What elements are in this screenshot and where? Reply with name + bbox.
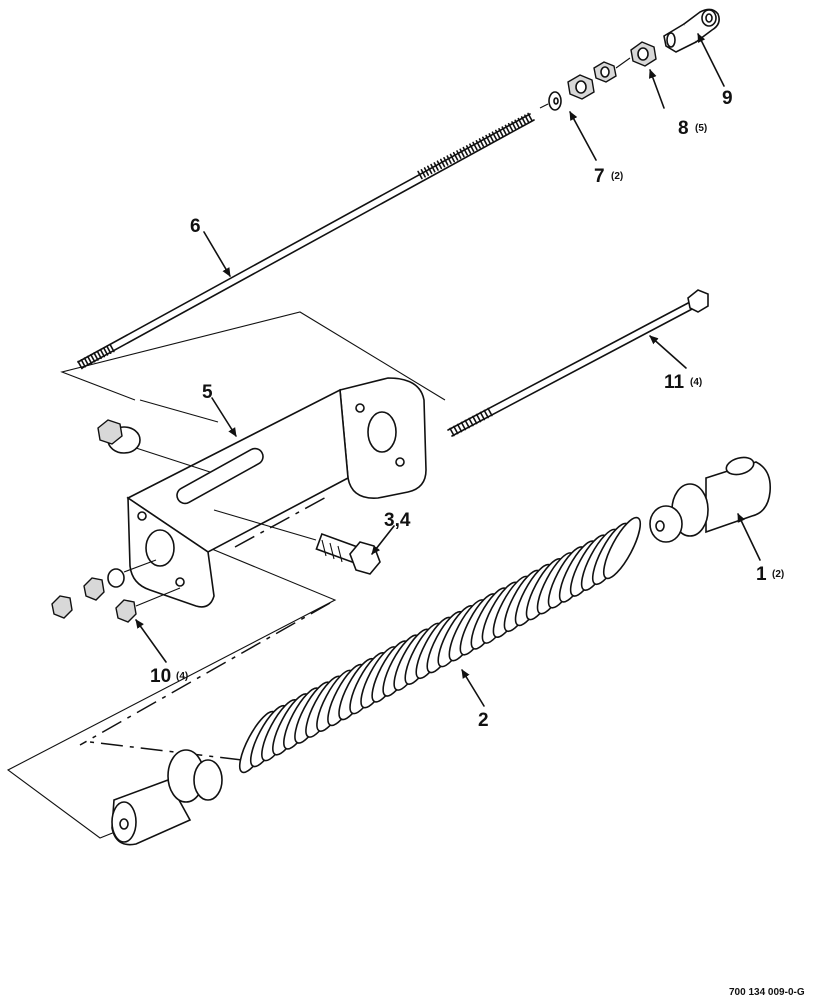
- callout-10: 10 (4): [150, 666, 188, 687]
- drawing-reference-number: 700 134 009-0-G: [729, 987, 805, 998]
- callout-7-label: 7: [594, 166, 605, 187]
- callout-3-4: 3,4: [384, 510, 411, 531]
- callout-6-label: 6: [190, 216, 201, 237]
- callout-1-qty: (2): [772, 569, 784, 580]
- callout-5-label: 5: [202, 382, 213, 403]
- spring-coil: [602, 516, 642, 580]
- compression-spring-part-2: [238, 516, 642, 774]
- reference-plane-upper: [60, 311, 446, 423]
- threaded-rod-part-6: [77, 112, 535, 370]
- callout-11: 11 (4): [664, 372, 702, 393]
- flange-nut-upper: [97, 419, 211, 473]
- callout-9-label: 9: [722, 88, 733, 109]
- washer-part-7: [548, 91, 562, 111]
- callout-1-label: 1: [756, 564, 767, 585]
- callout-7-qty: (2): [611, 171, 623, 182]
- callout-7: 7 (2): [594, 166, 623, 187]
- callout-2-label: 2: [478, 710, 489, 731]
- nut-part-10: [115, 587, 181, 623]
- callout-5: 5: [202, 382, 213, 403]
- callout-1: 1 (2): [756, 564, 784, 585]
- callout-2: 2: [478, 710, 489, 731]
- callout-10-label: 10: [150, 666, 171, 687]
- leader-arrows: [135, 33, 761, 707]
- callout-11-label: 11: [664, 372, 685, 393]
- nuts-part-8: [539, 41, 657, 109]
- callout-3-4-label: 3,4: [384, 510, 411, 531]
- callout-8-qty: (5): [695, 123, 707, 134]
- bracket-part-5: [126, 377, 427, 608]
- bolt-part-11: [447, 289, 709, 437]
- callout-8-label: 8: [678, 118, 689, 139]
- spring-cup-part-1-right: [649, 456, 772, 543]
- spring-cup-part-1-left: [111, 749, 223, 846]
- reference-plane-lower: [6, 494, 337, 839]
- callout-6: 6: [190, 216, 201, 237]
- rod-end-part-9: [663, 8, 720, 53]
- callout-10-qty: (4): [176, 671, 188, 682]
- callout-11-qty: (4): [690, 377, 702, 388]
- nuts-washers-left: [51, 559, 157, 619]
- callout-8: 8 (5): [678, 118, 707, 139]
- callout-9: 9: [722, 88, 733, 109]
